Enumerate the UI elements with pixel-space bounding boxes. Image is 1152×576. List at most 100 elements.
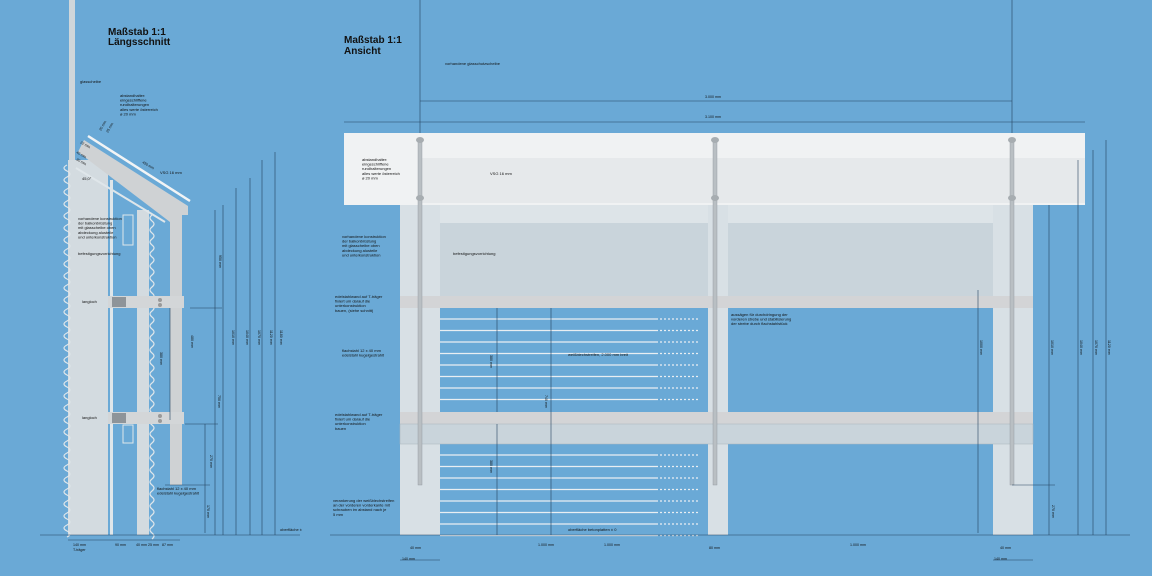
front-view-existing-glass-label: vorhandene glasschutzscheibe — [445, 61, 501, 66]
front-view-vsg-label-label: VSG 16 mm — [490, 171, 512, 176]
front-view-dims-vertical-7-label: 1120 mm — [1107, 340, 1111, 355]
label-line: alles werte österreich — [362, 171, 400, 176]
label-line: ø 20 mm — [362, 175, 378, 180]
label-line: vorhandene konstruktion — [78, 216, 122, 221]
left-view-dims-slope-1-label: 25 mm — [105, 122, 114, 134]
label-line: und unterkonstruktion — [342, 252, 380, 257]
front-view-dims-vertical-2-label: 380 mm — [489, 460, 493, 473]
front-view-dim-top-1-label: 3.000 mm — [705, 95, 721, 99]
front-elevation — [330, 0, 1130, 561]
front-view-dims-bottom-6-label: 40 mm — [1000, 546, 1011, 550]
front-view-dims-bottom-0-label: 40 mm — [410, 546, 421, 550]
sloped-cover-bracket — [78, 140, 188, 485]
front-view-dims-bottom-1-label: 140 mm — [402, 557, 415, 561]
left-view-langloch-1-label: langloch — [82, 299, 97, 304]
bolt-icon — [158, 298, 162, 302]
front-view-dims-vertical-3-label: 1000 mm — [979, 340, 983, 355]
spacer-holder-icon — [711, 137, 719, 143]
label-line: edelstahlwand auf T-träger — [335, 412, 383, 417]
label-line: verankerung der weißblechstreifen — [333, 498, 394, 503]
front-view-dims-vertical-0-label: 380 mm — [489, 355, 493, 368]
label-line: der balkonbrüstung — [342, 239, 376, 244]
front-view-dims-bottom-4-label: 80 mm — [709, 546, 720, 550]
left-view-dims-bottom-3-label: 40 mm — [136, 543, 147, 547]
left-view-dims-slope-5-label: 450 mm — [142, 160, 155, 170]
front-view-dim-top-2-label: 3.100 mm — [705, 115, 721, 119]
left-view-dims-slope-0-label: 20 mm — [98, 120, 107, 132]
langloch-plate-lower — [112, 413, 126, 423]
wall-edge — [110, 180, 113, 535]
label-line: schrauben im abstand nach je — [333, 507, 387, 512]
dimension-lines-right — [330, 140, 1130, 561]
glass-pane-sloped — [87, 134, 191, 203]
left-view-dims-vertical-9-label: 270 mm — [209, 455, 213, 468]
spacer-holder-icon — [711, 195, 719, 201]
spacer-holder-icon — [1008, 195, 1016, 201]
bolt-icon — [158, 303, 162, 307]
label-line: mit glasscheibe oben — [78, 225, 116, 230]
label-line: rundhalterungen — [362, 166, 391, 171]
left-view-dims-slope-2-label: 22 mm — [80, 140, 92, 149]
label-line: fixiert um darauf die — [335, 299, 371, 304]
front-view-dims-bottom-3-label: 1.000 mm — [604, 543, 620, 547]
front-view-dims-vertical-6-label: 1070 mm — [1094, 340, 1098, 355]
dimension-lines-left — [40, 152, 300, 541]
window-frame — [122, 214, 134, 246]
threaded-rod — [1009, 139, 1015, 486]
left-view-scale-label: Maßstab 1:1 — [108, 27, 166, 38]
annotations: Maßstab 1:1Längsschnittglasscheibeabstan… — [73, 27, 1111, 561]
front-view-sheet-label-label: weißblechstreifen, 2.000 mm breit — [568, 352, 629, 357]
front-view-dims-vertical-4-label: 1010 mm — [1050, 340, 1054, 355]
left-view-dims-vertical-1-label: 1010 mm — [231, 330, 235, 345]
left-view-dims-bottom-4-label: 25 mm — [148, 543, 159, 547]
left-view-dims-vertical-0-label: 950 mm — [218, 255, 222, 268]
spacer-holder-icon — [1008, 137, 1016, 143]
label-line: flachstahl 12 x 40 mm — [342, 348, 382, 353]
existing-cover — [75, 167, 166, 223]
label-line: abstandhalter: — [120, 93, 145, 98]
label-line: edelstahl kugelgestrahlt — [342, 353, 385, 358]
front-view-name-label: Ansicht — [344, 46, 381, 57]
front-view-scale-label: Maßstab 1:1 — [344, 35, 402, 46]
label-line: 5 mm — [333, 512, 344, 517]
left-view-dims-bottom-5-label: 87 mm — [162, 543, 173, 547]
left-view-dims-bottom-0-label: 140 mm — [73, 543, 86, 547]
front-view-dims-bottom-7-label: 140 mm — [994, 557, 1007, 561]
label-line: unterkonstruktion — [335, 421, 366, 426]
glass-pane-vertical — [69, 0, 75, 165]
left-view-dims-vertical-3-label: 1070 mm — [257, 330, 261, 345]
bracket-lower — [108, 412, 184, 424]
left-view-langloch-2-label: langloch — [82, 415, 97, 420]
left-view-vsg-label-label: VSG 16 mm — [160, 170, 182, 175]
existing-wall-profile-2 — [149, 214, 155, 540]
inner-post — [137, 210, 149, 535]
label-line: der strebe durch flachstahlstück — [731, 321, 787, 326]
langloch-plate-upper — [112, 297, 126, 307]
left-view-angle-label: 45,0° — [82, 176, 92, 181]
sheet-metal-strips — [440, 318, 700, 537]
left-view-dims-vertical-4-label: 1120 mm — [269, 330, 273, 345]
threaded-rod — [712, 139, 718, 486]
label-line: mit glasscheibe oben — [342, 243, 380, 248]
front-view-dims-bottom-2-label: 1.000 mm — [538, 543, 554, 547]
label-line: ø 20 mm — [120, 111, 136, 116]
left-view-dims-slope-4-label: 30 mm — [76, 157, 88, 166]
existing-wall-profile — [63, 164, 71, 538]
t-beam-column — [68, 160, 108, 535]
bolt-icon — [158, 419, 162, 423]
left-view-fixing-label-label: befestigungsvorrichtung — [78, 251, 120, 256]
label-line: fixiert um darauf die — [335, 417, 371, 422]
left-view-dims-vertical-10-label: 170 mm — [206, 505, 210, 518]
front-view-dims-vertical-5-label: 1040 mm — [1079, 340, 1083, 355]
fixing-rods — [416, 137, 1016, 486]
label-line: bauen, (siehe schnitt) — [335, 308, 374, 313]
front-view-surface-label-label: oberfläche betonplatten ± 0 — [568, 527, 617, 532]
